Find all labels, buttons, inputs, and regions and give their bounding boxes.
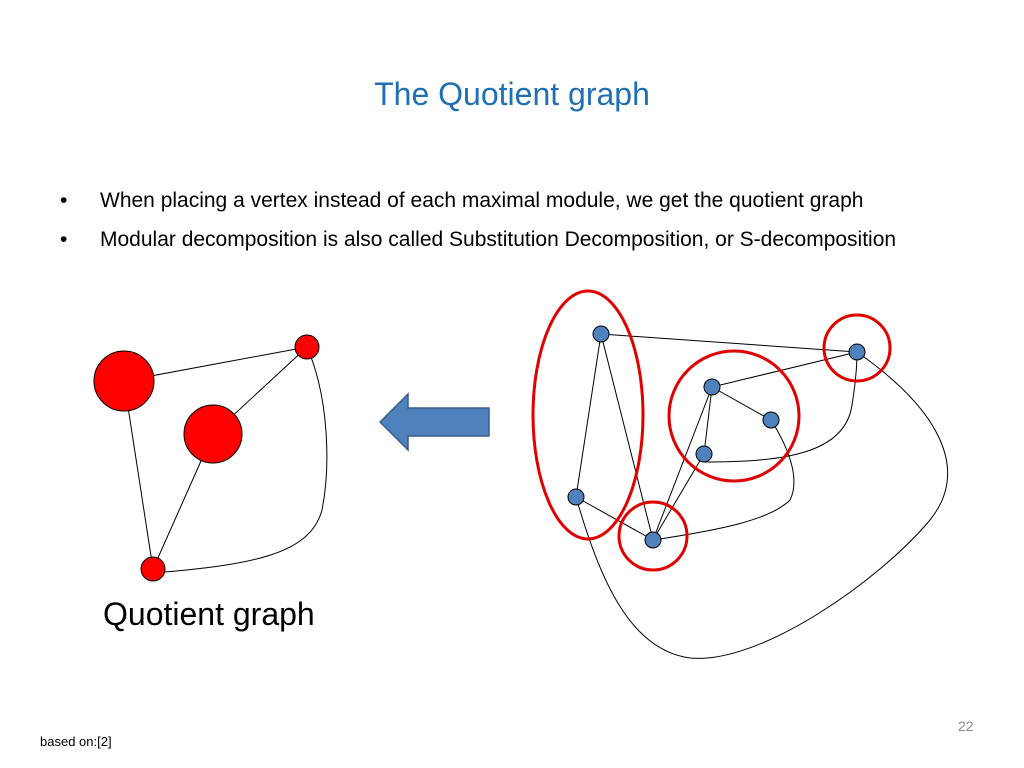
slide-title: The Quotient graph	[374, 76, 650, 112]
module-outline	[531, 289, 645, 541]
graph-node	[695, 445, 713, 463]
bullet-item: • Modular decomposition is also called S…	[58, 225, 978, 254]
graph-edge	[575, 333, 602, 498]
graph-edge	[711, 351, 858, 388]
quotient-nodes	[93, 334, 320, 582]
bullet-item: • When placing a vertex instead of each …	[58, 186, 978, 215]
left-arrow-icon	[378, 392, 490, 452]
graph-node	[567, 488, 585, 506]
module-outline	[667, 349, 801, 483]
bullet-glyph: •	[60, 228, 68, 251]
graph-edge	[652, 386, 713, 541]
graph-edge	[703, 386, 713, 455]
graph-node	[848, 343, 866, 361]
quotient-edge	[152, 346, 328, 574]
graph-edge	[652, 453, 705, 541]
graph-edge	[711, 386, 772, 421]
module-outline	[822, 313, 892, 383]
quotient-edge	[123, 380, 154, 570]
graph-edge	[600, 333, 654, 541]
graph-edge	[575, 351, 949, 659]
module-outlines	[531, 289, 892, 572]
graph-edge	[575, 496, 654, 541]
graph-node	[703, 378, 721, 396]
diagram-caption: Quotient graph	[103, 596, 315, 632]
graph-node	[762, 411, 780, 429]
original-graph	[575, 333, 949, 659]
graph-node	[644, 531, 662, 549]
graph-edge	[600, 333, 858, 353]
quotient-node	[93, 350, 155, 412]
graph-edge	[703, 351, 858, 463]
quotient-node	[294, 334, 320, 360]
graph-edge	[652, 419, 795, 541]
quotient-node	[140, 556, 166, 582]
graph-nodes	[567, 325, 866, 549]
page-number: 22	[958, 718, 974, 734]
bullet-text: When placing a vertex instead of each ma…	[100, 189, 864, 212]
graph-node	[592, 325, 610, 343]
module-outline	[617, 500, 689, 572]
footnote: based on:[2]	[40, 734, 112, 749]
bullet-text: Modular decomposition is also called Sub…	[100, 228, 897, 251]
bullet-list: • When placing a vertex instead of each …	[58, 186, 978, 264]
bullet-glyph: •	[60, 189, 68, 212]
quotient-edge	[123, 346, 308, 382]
quotient-node	[183, 404, 243, 464]
